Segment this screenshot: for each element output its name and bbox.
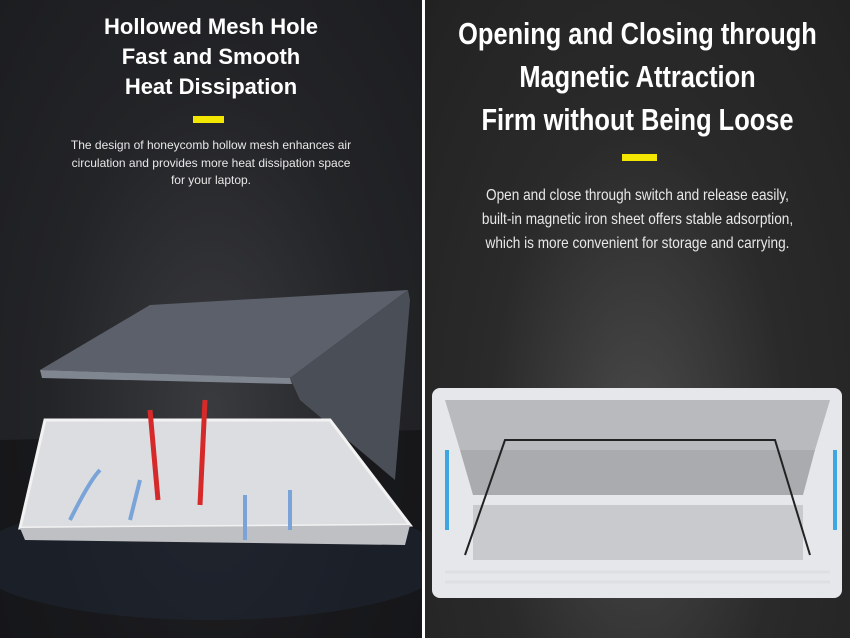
yellow-accent-bar — [193, 116, 224, 123]
headline-line: Heat Dissipation — [124, 74, 298, 99]
heat-arrows-icon — [147, 399, 208, 506]
magnetic-closing-panel: Opening and Closing through Magnetic Att… — [425, 0, 850, 638]
yellow-accent-bar — [622, 154, 657, 161]
headline-line: Opening and Closing through — [458, 16, 817, 51]
headline-line: Fast and Smooth — [121, 44, 301, 69]
left-headline: Hollowed Mesh Hole Fast and Smooth Heat … — [0, 12, 422, 102]
laptop-base — [290, 290, 410, 480]
headline-line: Firm without Being Loose — [481, 102, 794, 137]
description-line: Open and close through switch and releas… — [486, 187, 789, 204]
airflow-arrows-icon — [68, 468, 292, 540]
laptop-lid — [40, 290, 408, 378]
description-line: which is more convenient for storage and… — [485, 235, 790, 252]
support-legs — [464, 439, 811, 556]
left-description: The design of honeycomb hollow mesh enha… — [0, 137, 422, 190]
heat-dissipation-panel: Hollowed Mesh Hole Fast and Smooth Heat … — [0, 0, 422, 638]
description-line: for your laptop. — [170, 173, 252, 187]
headline-line: Magnetic Attraction — [519, 59, 756, 94]
headline-line: Hollowed Mesh Hole — [104, 14, 318, 39]
laptop-on-stand-illustration — [0, 290, 422, 638]
folded-stand-illustration — [432, 388, 842, 598]
description-line: circulation and provides more heat dissi… — [71, 155, 351, 170]
right-headline: Opening and Closing through Magnetic Att… — [425, 12, 850, 141]
right-description: Open and close through switch and releas… — [425, 184, 850, 256]
description-line: The design of honeycomb hollow mesh enha… — [70, 138, 352, 152]
magnetic-arrows-icon — [445, 450, 837, 530]
description-line: built-in magnetic iron sheet offers stab… — [481, 211, 794, 228]
